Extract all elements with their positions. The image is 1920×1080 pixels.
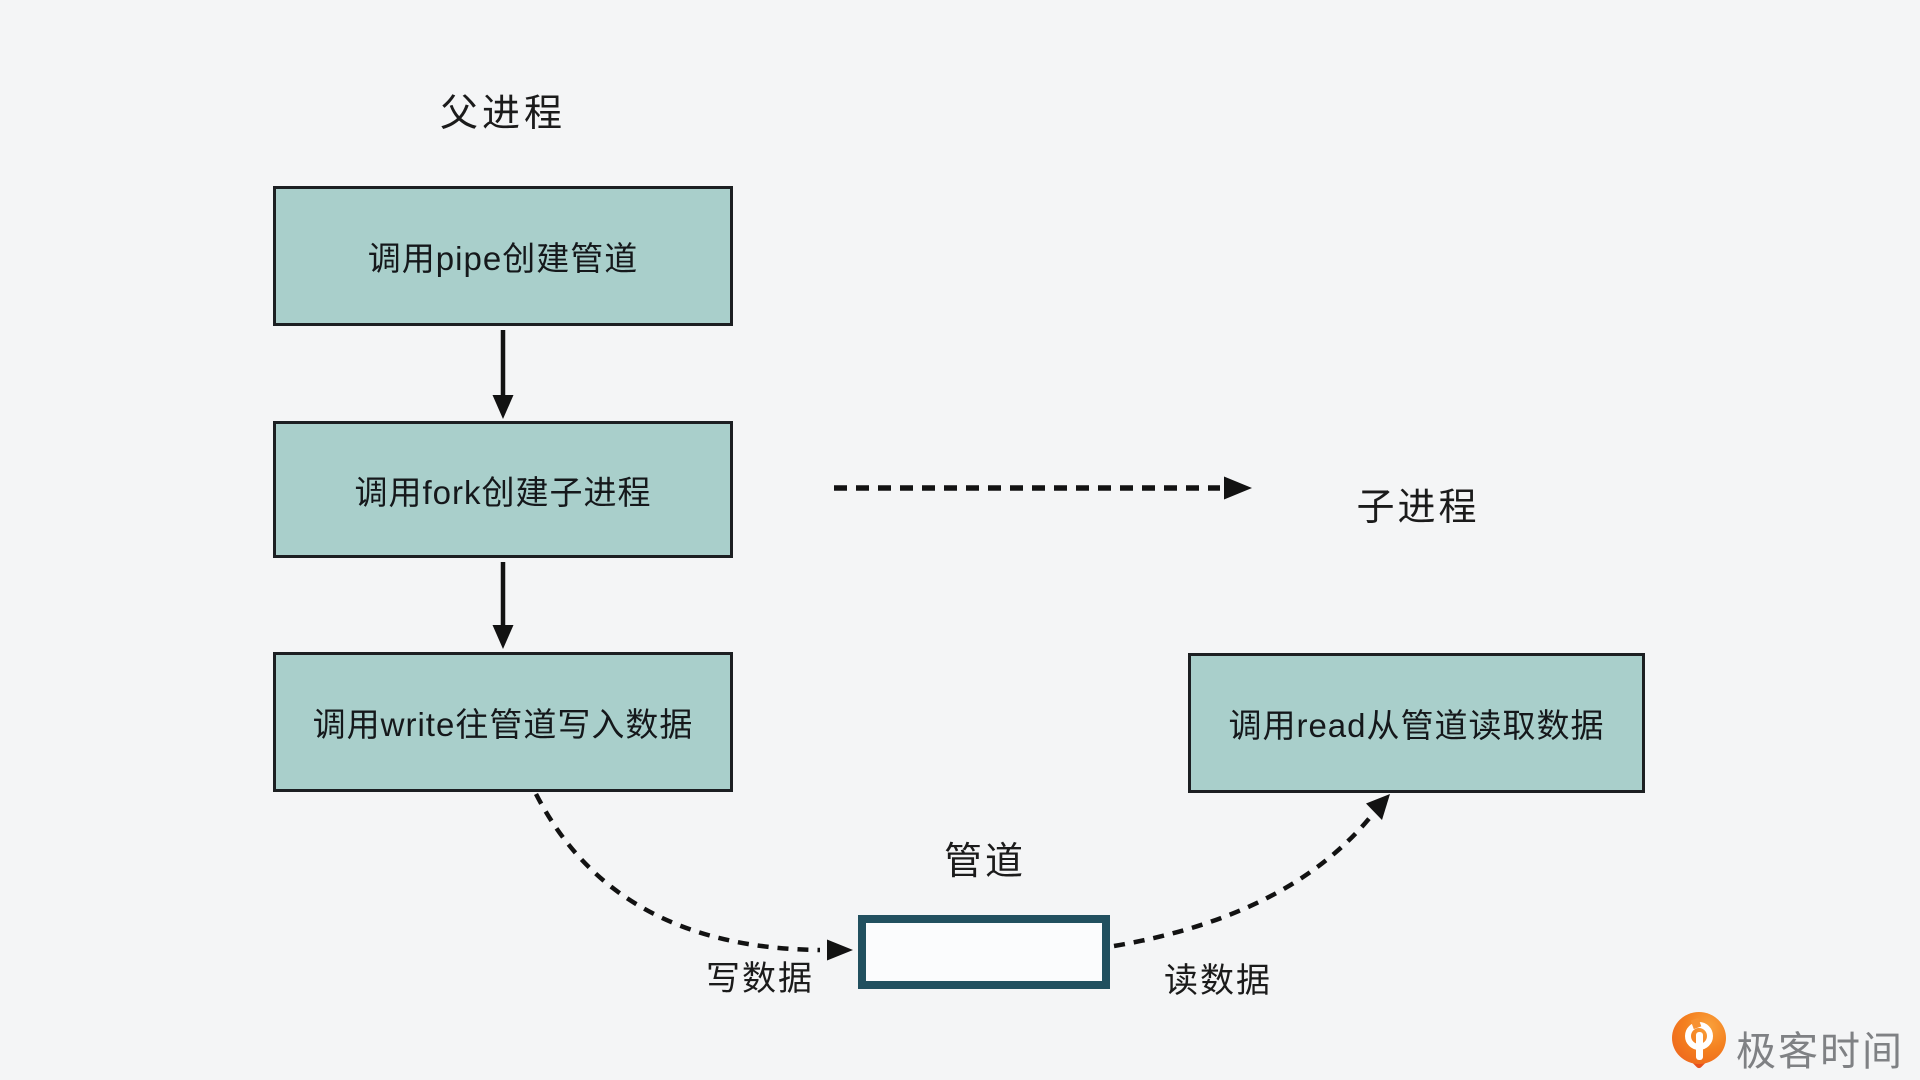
step-box-read-pipe: 调用read从管道读取数据	[1188, 653, 1645, 793]
geektime-pin-icon	[1672, 1012, 1726, 1072]
pipe-buffer-box	[858, 915, 1110, 989]
arrow-pipe-to-read-dashed	[1113, 794, 1390, 949]
step-box-create-pipe-text: 调用pipe创建管道	[367, 240, 639, 277]
step-box-write-pipe-text: 调用write往管道写入数据	[312, 706, 694, 743]
step-box-fork-child: 调用fork创建子进程	[273, 421, 733, 558]
pipe-label: 管道	[943, 841, 1026, 883]
arrow-fork-to-write	[492, 562, 514, 649]
step-box-write-pipe: 调用write往管道写入数据	[273, 652, 733, 792]
write-data-label: 写数据	[706, 960, 814, 998]
pin-stem-shape	[1696, 1032, 1703, 1060]
arrow-fork-to-child-dashed	[834, 476, 1252, 500]
step-box-read-pipe-text: 调用read从管道读取数据	[1228, 707, 1605, 744]
read-data-label: 读数据	[1164, 962, 1272, 1000]
geektime-brand-text: 极客时间	[1736, 1030, 1904, 1074]
arrow-createpipe-to-fork	[492, 330, 514, 419]
arrow-write-to-pipe-dashed	[533, 792, 853, 961]
step-box-fork-child-text: 调用fork创建子进程	[354, 473, 652, 511]
child-process-label: 子进程	[1356, 487, 1480, 529]
geektime-logo: 极客时间	[1670, 1008, 1920, 1074]
parent-process-label: 父进程	[439, 93, 566, 135]
step-box-create-pipe: 调用pipe创建管道	[273, 186, 733, 326]
